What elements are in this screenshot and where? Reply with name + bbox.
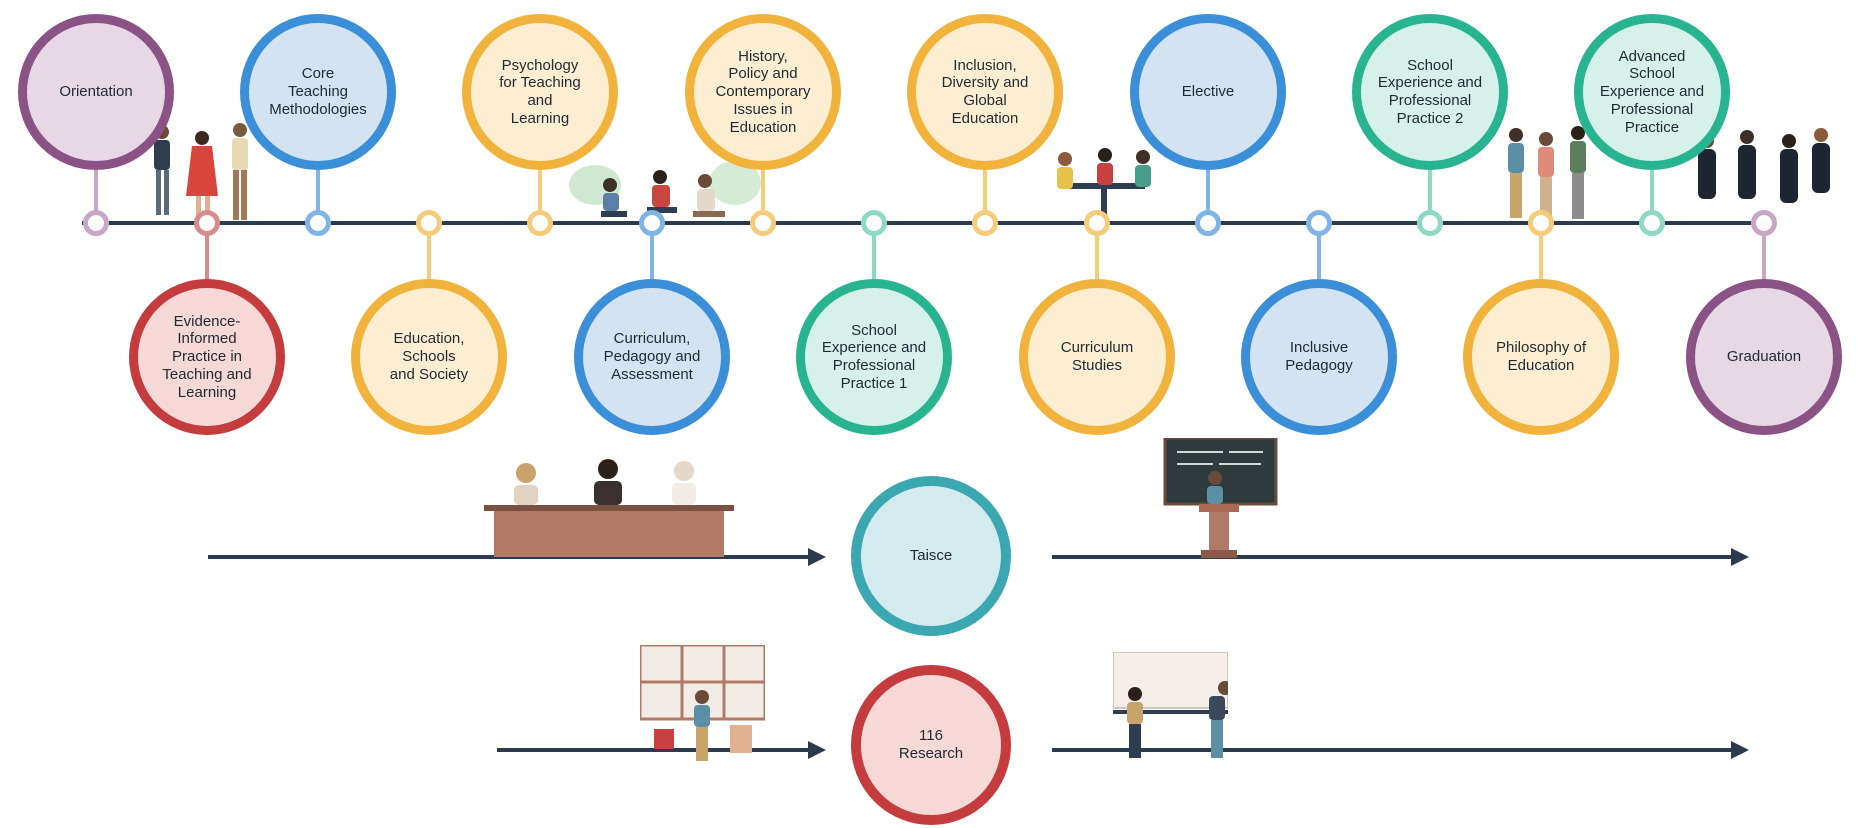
orientation-connector <box>94 170 98 223</box>
curriculum-pedagogy-connector <box>650 223 654 279</box>
core-teaching-label: Core Teaching Methodologies <box>269 65 367 118</box>
students-walking-illustration <box>154 123 248 224</box>
research-node: 116 Research <box>851 665 1011 825</box>
main-timeline-line <box>82 221 1767 225</box>
inclusive-pedagogy-connector <box>1317 223 1321 279</box>
inclusive-pedagogy-label: Inclusive Pedagogy <box>1285 339 1353 374</box>
advanced-school-experience-milestone-dot <box>1639 210 1665 236</box>
curriculum-studies-label: Curriculum Studies <box>1060 339 1134 374</box>
orientation-milestone-dot <box>83 210 109 236</box>
study-desk-illustration <box>484 459 734 557</box>
psychology-label: Psychology for Teaching and Learning <box>499 56 581 127</box>
elective-label: Elective <box>1181 83 1235 101</box>
library-window-illustration <box>640 645 765 761</box>
curriculum-studies-connector <box>1095 223 1099 279</box>
teacher-blackboard-illustration <box>1163 438 1278 558</box>
history-policy-connector <box>761 170 765 223</box>
advanced-school-experience-connector <box>1650 170 1654 223</box>
curriculum-pedagogy-milestone-dot <box>639 210 665 236</box>
core-teaching-milestone-dot <box>305 210 331 236</box>
students-sitting-illustration <box>569 161 761 217</box>
orientation-node: Orientation <box>18 14 174 170</box>
elective-node: Elective <box>1130 14 1286 170</box>
philosophy-connector <box>1539 223 1543 279</box>
elective-connector <box>1206 170 1210 223</box>
taisce-arrow-right <box>1731 548 1749 566</box>
inclusion-diversity-node: Inclusion, Diversity and Global Educatio… <box>907 14 1063 170</box>
school-experience-1-milestone-dot <box>861 210 887 236</box>
school-experience-2-connector <box>1428 170 1432 223</box>
evidence-informed-label: Evidence- Informed Practice in Teaching … <box>162 312 252 401</box>
philosophy-node: Philosophy of Education <box>1463 279 1619 435</box>
graduates-illustration <box>1698 128 1830 203</box>
core-teaching-node: Core Teaching Methodologies <box>240 14 396 170</box>
advanced-school-experience-node: Advanced School Experience and Professio… <box>1574 14 1730 170</box>
taisce-label: Taisce <box>909 547 953 565</box>
graduation-label: Graduation <box>1726 348 1802 366</box>
advanced-school-experience-label: Advanced School Experience and Professio… <box>1599 47 1705 136</box>
school-experience-1-connector <box>872 223 876 279</box>
research-track-line-right <box>1052 748 1732 752</box>
graduation-connector <box>1762 223 1766 279</box>
education-schools-label: Education, Schools and Society <box>389 330 469 383</box>
taisce-arrow-left <box>808 548 826 566</box>
core-teaching-connector <box>316 170 320 223</box>
school-experience-2-node: School Experience and Professional Pract… <box>1352 14 1508 170</box>
evidence-informed-node: Evidence- Informed Practice in Teaching … <box>129 279 285 435</box>
philosophy-milestone-dot <box>1528 210 1554 236</box>
orientation-label: Orientation <box>59 83 133 101</box>
history-policy-label: History, Policy and Contemporary Issues … <box>715 47 811 136</box>
students-at-table-illustration <box>1057 148 1151 223</box>
psychology-milestone-dot <box>527 210 553 236</box>
research-arrow-left <box>808 741 826 759</box>
evidence-informed-milestone-dot <box>194 210 220 236</box>
research-label: 116 Research <box>898 727 964 762</box>
taisce-track-line-right <box>1052 555 1732 559</box>
school-experience-1-node: School Experience and Professional Pract… <box>796 279 952 435</box>
students-group-illustration <box>1508 126 1586 219</box>
philosophy-label: Philosophy of Education <box>1495 339 1587 374</box>
elective-milestone-dot <box>1195 210 1221 236</box>
graduation-node: Graduation <box>1686 279 1842 435</box>
education-schools-milestone-dot <box>416 210 442 236</box>
meeting-whiteboard-illustration <box>1113 652 1228 758</box>
curriculum-pedagogy-label: Curriculum, Pedagogy and Assessment <box>603 330 701 383</box>
school-experience-2-milestone-dot <box>1417 210 1443 236</box>
inclusion-diversity-label: Inclusion, Diversity and Global Educatio… <box>941 56 1029 127</box>
curriculum-studies-milestone-dot <box>1084 210 1110 236</box>
taisce-track-line-left <box>208 555 808 559</box>
psychology-connector <box>538 170 542 223</box>
inclusion-diversity-connector <box>983 170 987 223</box>
school-experience-2-label: School Experience and Professional Pract… <box>1377 56 1483 127</box>
evidence-informed-connector <box>205 223 209 279</box>
history-policy-milestone-dot <box>750 210 776 236</box>
education-schools-node: Education, Schools and Society <box>351 279 507 435</box>
psychology-node: Psychology for Teaching and Learning <box>462 14 618 170</box>
school-experience-1-label: School Experience and Professional Pract… <box>821 321 927 392</box>
education-schools-connector <box>427 223 431 279</box>
inclusive-pedagogy-node: Inclusive Pedagogy <box>1241 279 1397 435</box>
research-arrow-right <box>1731 741 1749 759</box>
curriculum-pedagogy-node: Curriculum, Pedagogy and Assessment <box>574 279 730 435</box>
taisce-node: Taisce <box>851 476 1011 636</box>
curriculum-studies-node: Curriculum Studies <box>1019 279 1175 435</box>
research-track-line-left <box>497 748 808 752</box>
graduation-milestone-dot <box>1751 210 1777 236</box>
history-policy-node: History, Policy and Contemporary Issues … <box>685 14 841 170</box>
inclusion-diversity-milestone-dot <box>972 210 998 236</box>
inclusive-pedagogy-milestone-dot <box>1306 210 1332 236</box>
